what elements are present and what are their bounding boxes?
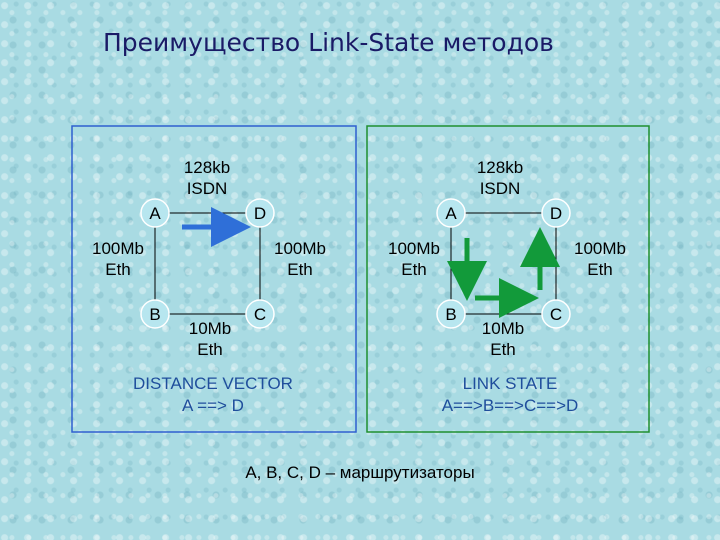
router-node-d: D: [541, 198, 571, 228]
node-d-label: D: [550, 204, 562, 223]
node-b-label: B: [149, 305, 160, 324]
link-bottom-type: Eth: [197, 340, 223, 359]
link-top-type: ISDN: [480, 179, 521, 198]
distance-vector-route: A ==> D: [182, 396, 244, 415]
routers-footnote: A, B, C, D – маршрутизаторы: [245, 463, 474, 482]
link-state-panel: A D B C 128kb ISDN 100Mb Eth 100Mb Eth 1…: [366, 125, 650, 433]
link-state-caption: LINK STATE: [463, 374, 558, 393]
link-left-type: Eth: [105, 260, 131, 279]
node-c-label: C: [254, 305, 266, 324]
link-right-speed: 100Mb: [274, 239, 326, 258]
link-right-speed: 100Mb: [574, 239, 626, 258]
router-node-b: B: [436, 299, 466, 329]
link-top-type: ISDN: [187, 179, 228, 198]
link-left-speed: 100Mb: [92, 239, 144, 258]
router-node-b: B: [140, 299, 170, 329]
distance-vector-panel: A D B C 128kb ISDN 100Mb Eth 100Mb Eth 1…: [71, 125, 357, 433]
link-right-type: Eth: [587, 260, 613, 279]
router-node-c: C: [245, 299, 275, 329]
link-left-speed: 100Mb: [388, 239, 440, 258]
link-right-type: Eth: [287, 260, 313, 279]
distance-vector-frame: [71, 125, 357, 433]
node-a-label: A: [149, 204, 161, 223]
node-b-label: B: [445, 305, 456, 324]
link-bottom-speed: 10Mb: [189, 319, 232, 338]
node-d-label: D: [254, 204, 266, 223]
node-a-label: A: [445, 204, 457, 223]
link-left-type: Eth: [401, 260, 427, 279]
link-state-route: A==>B==>C==>D: [442, 396, 579, 415]
router-node-c: C: [541, 299, 571, 329]
link-top-speed: 128kb: [477, 158, 523, 177]
page-title: Преимущество Link-State методов: [103, 28, 554, 57]
node-c-label: C: [550, 305, 562, 324]
link-bottom-speed: 10Mb: [482, 319, 525, 338]
link-bottom-type: Eth: [490, 340, 516, 359]
router-node-a: A: [436, 198, 466, 228]
link-top-speed: 128kb: [184, 158, 230, 177]
distance-vector-caption: DISTANCE VECTOR: [133, 374, 293, 393]
router-node-d: D: [245, 198, 275, 228]
router-node-a: A: [140, 198, 170, 228]
link-state-frame: [366, 125, 650, 433]
